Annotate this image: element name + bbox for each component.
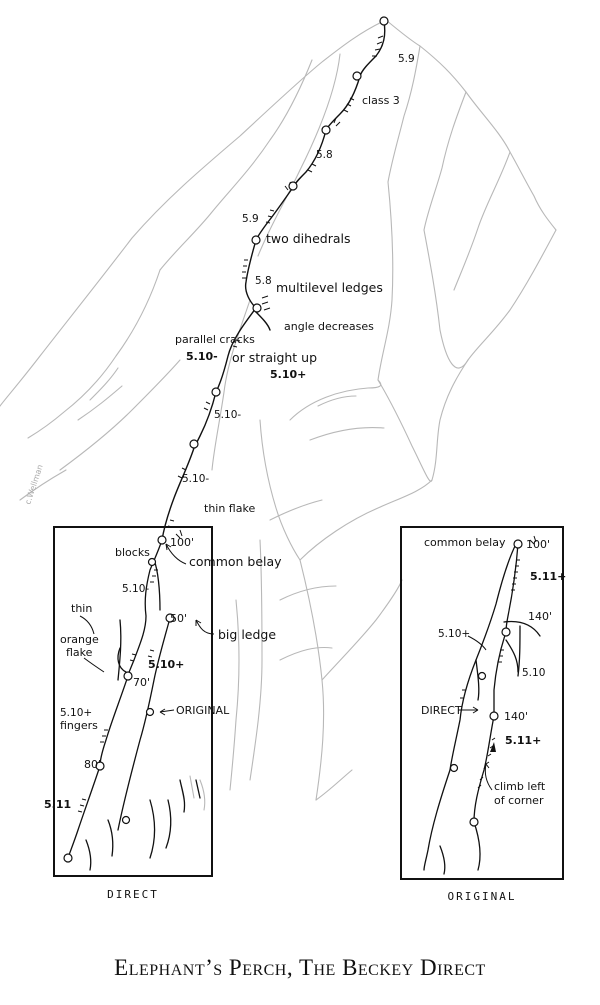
pitch-label: two dihedrals [266, 231, 351, 246]
belay-circle [321, 125, 331, 135]
pitch-label: 5.10- [122, 583, 149, 595]
pitch-label: 5.10- [214, 409, 241, 421]
belay-stations-upper [189, 16, 389, 449]
belay-circle [165, 613, 175, 623]
pitch-label: 5.10+ [60, 707, 92, 719]
pitch-label: class 3 [362, 94, 400, 107]
callout-arrows-direct [79, 543, 215, 716]
pitch-length-label: 140' [504, 710, 528, 723]
pitch-label: 5.11+ [530, 570, 566, 583]
pitch-label: big ledge [218, 627, 276, 642]
pitch-label: fingers [60, 719, 98, 732]
pitch-label: 5.8 [316, 149, 333, 161]
pitch-label: 5.10- [182, 473, 209, 485]
belay-circle [513, 539, 523, 549]
pitch-label: flake [66, 646, 93, 659]
pitch-length-label: 80' [84, 758, 101, 771]
pitch-label: 5.11 [44, 798, 71, 811]
belay-circle [469, 817, 479, 827]
inset-box-original [400, 526, 564, 880]
belay-circle [145, 707, 155, 717]
belay-stations-direct [63, 535, 175, 863]
mountain-outline [0, 19, 557, 811]
pitch-length-label: 140' [528, 610, 552, 623]
belay-circle [251, 235, 261, 245]
pitch-label: 5.8 [255, 275, 272, 287]
label-layer: 5.9 class 3 5.8 5.9 two dihedrals 5.8 multilev… [44, 53, 566, 811]
belay-circle [147, 557, 157, 567]
pitch-label: or straight up [232, 350, 317, 365]
pitch-label: common belay [424, 536, 506, 549]
route-hatching-original [460, 535, 537, 789]
crux-marker [490, 742, 496, 752]
pitch-label: 5.9 [398, 53, 415, 65]
pitch-label: 5.10 [522, 667, 545, 679]
pitch-label: ORIGINAL [176, 704, 230, 717]
pitch-label: common belay [189, 554, 282, 569]
diagram-title: Elephant’s Perch, The Beckey Direct [114, 955, 486, 980]
route-hatching-upper [167, 35, 384, 528]
pitch-label: thin [71, 602, 92, 615]
pitch-label: angle decreases [284, 320, 374, 333]
pitch-label: multilevel ledges [276, 280, 383, 295]
belay-circle [189, 439, 199, 449]
pitch-length-label: 100' [170, 536, 194, 549]
belay-circle [501, 627, 511, 637]
belay-circle [379, 16, 389, 26]
belay-circle [211, 387, 221, 397]
belay-stations-original [449, 539, 523, 827]
belay-circle [449, 763, 459, 773]
pitch-label: thin flake [204, 502, 255, 515]
pitch-label: parallel cracks [175, 333, 255, 346]
pitch-length-label: 70' [133, 676, 150, 689]
inset-caption-direct: DIRECT [107, 888, 159, 901]
belay-circle [63, 853, 73, 863]
pitch-label: 5.10+ [270, 368, 306, 381]
belay-circle [252, 303, 262, 313]
belay-circle [123, 671, 133, 681]
belay-circle [352, 71, 362, 81]
route-line-upper [161, 21, 386, 541]
pitch-label: blocks [115, 546, 150, 559]
belay-circle [95, 761, 105, 771]
route-hatching-direct [77, 529, 183, 813]
pitch-label: 5.10- [186, 350, 218, 363]
belay-circle [477, 671, 487, 681]
callout-arrows-original [458, 635, 493, 791]
pitch-length-label: 100' [526, 538, 550, 551]
belay-circle [288, 181, 298, 191]
pitch-label: 5.10+ [148, 658, 184, 671]
pitch-label: of corner [494, 794, 544, 807]
belay-circle [157, 535, 167, 545]
pitch-label: 5.11+ [505, 734, 541, 747]
belay-circle [489, 711, 499, 721]
pitch-label: 5.10+ [438, 628, 470, 640]
belay-circle [121, 815, 131, 825]
pitch-label: 5.9 [242, 213, 259, 225]
inset-box-direct [53, 526, 213, 877]
pitch-length-label: 50' [170, 612, 187, 625]
pitch-label: climb left [494, 780, 546, 793]
pitch-label: orange [60, 633, 99, 646]
pitch-label: DIRECT [421, 704, 462, 717]
inset-caption-original: ORIGINAL [448, 890, 517, 903]
